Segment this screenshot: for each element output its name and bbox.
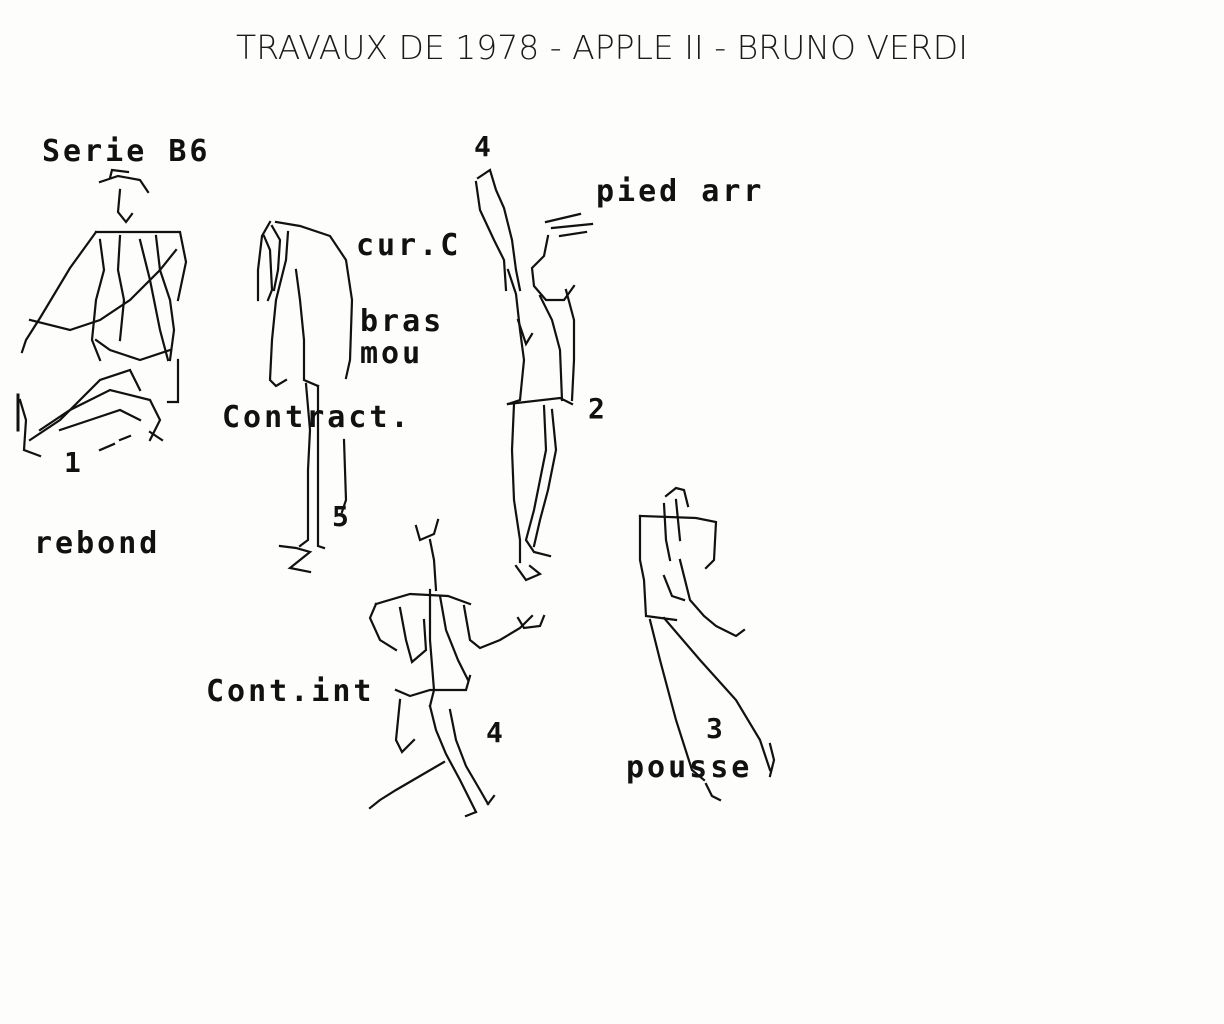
figure-number-4: 4 (486, 716, 503, 749)
label-bras: bras (360, 304, 445, 339)
label-rebond: rebond (34, 526, 161, 561)
figure-3-pousse (638, 486, 776, 802)
figure-5-contract (256, 220, 354, 574)
figure-number-5: 5 (332, 500, 349, 533)
figure-number-4-top: 4 (474, 130, 491, 163)
label-contract: Contract. (222, 400, 412, 435)
label-mou: mou (360, 336, 424, 371)
label-pousse: pousse (626, 750, 753, 785)
page-title: TRAVAUX DE 1978 - APPLE II - BRUNO VERDI (236, 28, 968, 67)
figure-number-1: 1 (64, 446, 81, 479)
figure-2-pied-arr (474, 168, 594, 582)
label-pied-arr: pied arr (596, 174, 765, 209)
figure-number-3: 3 (706, 712, 723, 745)
label-serie: Serie B6 (42, 134, 211, 169)
figure-4-cont-int (368, 518, 546, 818)
figure-1-rebond (16, 168, 188, 458)
figure-number-2: 2 (588, 392, 605, 425)
label-cont-int: Cont.int (206, 674, 375, 709)
label-cur-c: cur.C (356, 228, 462, 263)
